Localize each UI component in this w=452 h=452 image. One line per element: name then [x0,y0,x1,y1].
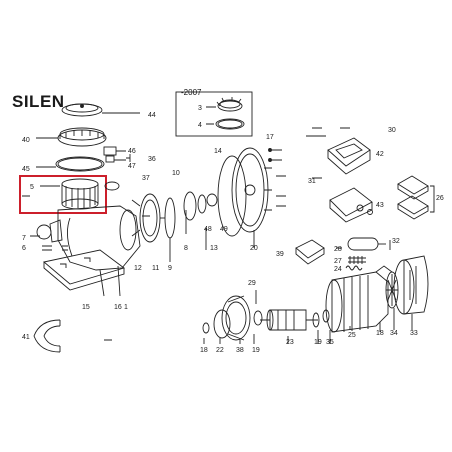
part-label-12: 12 [134,265,142,272]
part-label-5: 5 [30,184,34,191]
inset-year-label: -2007 [181,88,202,97]
impeller [183,191,218,221]
part-label-13: 13 [210,245,218,252]
motor-bracket [213,295,251,341]
part-label-38: 38 [236,347,244,354]
inset-o-ring-3 [216,97,243,112]
spring [345,265,363,271]
fan-cover [393,255,429,315]
part-label-39: 39 [276,251,284,258]
part-label-28: 28 [334,246,342,253]
part-label-10: 10 [172,170,180,177]
cable-gland [348,256,366,264]
strainer-basket [40,178,99,210]
part-label-17: 17 [266,134,274,141]
part-label-44: 44 [148,112,156,119]
inset-seal-4 [215,118,245,130]
part-label-6: 6 [22,245,26,252]
part-label-26: 26 [436,195,444,202]
housing-screws [268,148,286,207]
motor [325,265,393,333]
part-label-34: 34 [390,330,398,337]
part-label-33: 33 [410,330,418,337]
part-label-36: 36 [148,156,156,163]
part-label-4: 4 [198,122,202,129]
inset-box [175,91,253,137]
part-label-37: 37 [142,175,150,182]
part-label-29: 29 [248,280,256,287]
basket-side-ring [104,181,120,191]
part-label-27: 27 [334,258,342,265]
base-screws [42,245,68,251]
part-label-24: 24 [334,266,342,273]
part-label-30: 30 [388,127,396,134]
part-label-19-rotor: 19 [314,339,322,346]
part-label-46: 46 [128,148,136,155]
part-label-40: 40 [22,137,30,144]
part-label-49: 49 [220,226,228,233]
part-label-48: 48 [204,226,212,233]
part-label-16: 16 [114,304,122,311]
part-label-18-motor: 18 [376,330,384,337]
clamp-ring [33,319,61,353]
pump-lid [61,103,140,117]
part-label-18-bracket: 18 [200,347,208,354]
locking-ring [36,127,107,147]
capacitor-box [295,239,325,265]
pump-base [43,249,125,291]
part-label-3: 3 [198,105,202,112]
bearing-small [202,322,210,334]
part-label-14: 14 [214,148,222,155]
part-label-47: 47 [128,163,136,170]
part-label-15: 15 [82,304,90,311]
part-label-31: 31 [308,178,316,185]
shaft-seal [253,310,263,326]
diffuser-plate [160,197,176,239]
part-label-23: 23 [286,339,294,346]
lid-o-ring [36,156,105,172]
capacitor [347,237,386,251]
drain-plug [103,146,131,163]
rotor [260,309,318,331]
pump-housing [36,205,141,297]
motor-fan [385,271,399,309]
seal-plate [217,147,272,237]
part-label-11: 11 [152,265,159,272]
part-label-42: 42 [376,151,384,158]
part-label-32: 32 [392,238,400,245]
switch-covers [397,175,435,220]
part-label-20: 20 [250,245,258,252]
part-label-1: 1 [124,304,128,311]
part-label-35: 35 [326,339,334,346]
diagram-title: SILEN [12,92,65,111]
part-label-45: 45 [22,166,30,173]
part-label-22: 22 [216,347,224,354]
terminal-box [329,187,373,223]
strainer-basket-highlight [19,175,107,214]
part-label-8: 8 [184,245,188,252]
part-label-7: 7 [22,235,26,242]
part-label-41: 41 [22,334,30,341]
terminal-cover [312,127,371,175]
part-label-19-bracket: 19 [252,347,260,354]
part-label-25: 25 [348,332,356,339]
part-label-43: 43 [376,202,384,209]
part-label-9: 9 [168,265,172,272]
bearing-19 [312,309,330,328]
